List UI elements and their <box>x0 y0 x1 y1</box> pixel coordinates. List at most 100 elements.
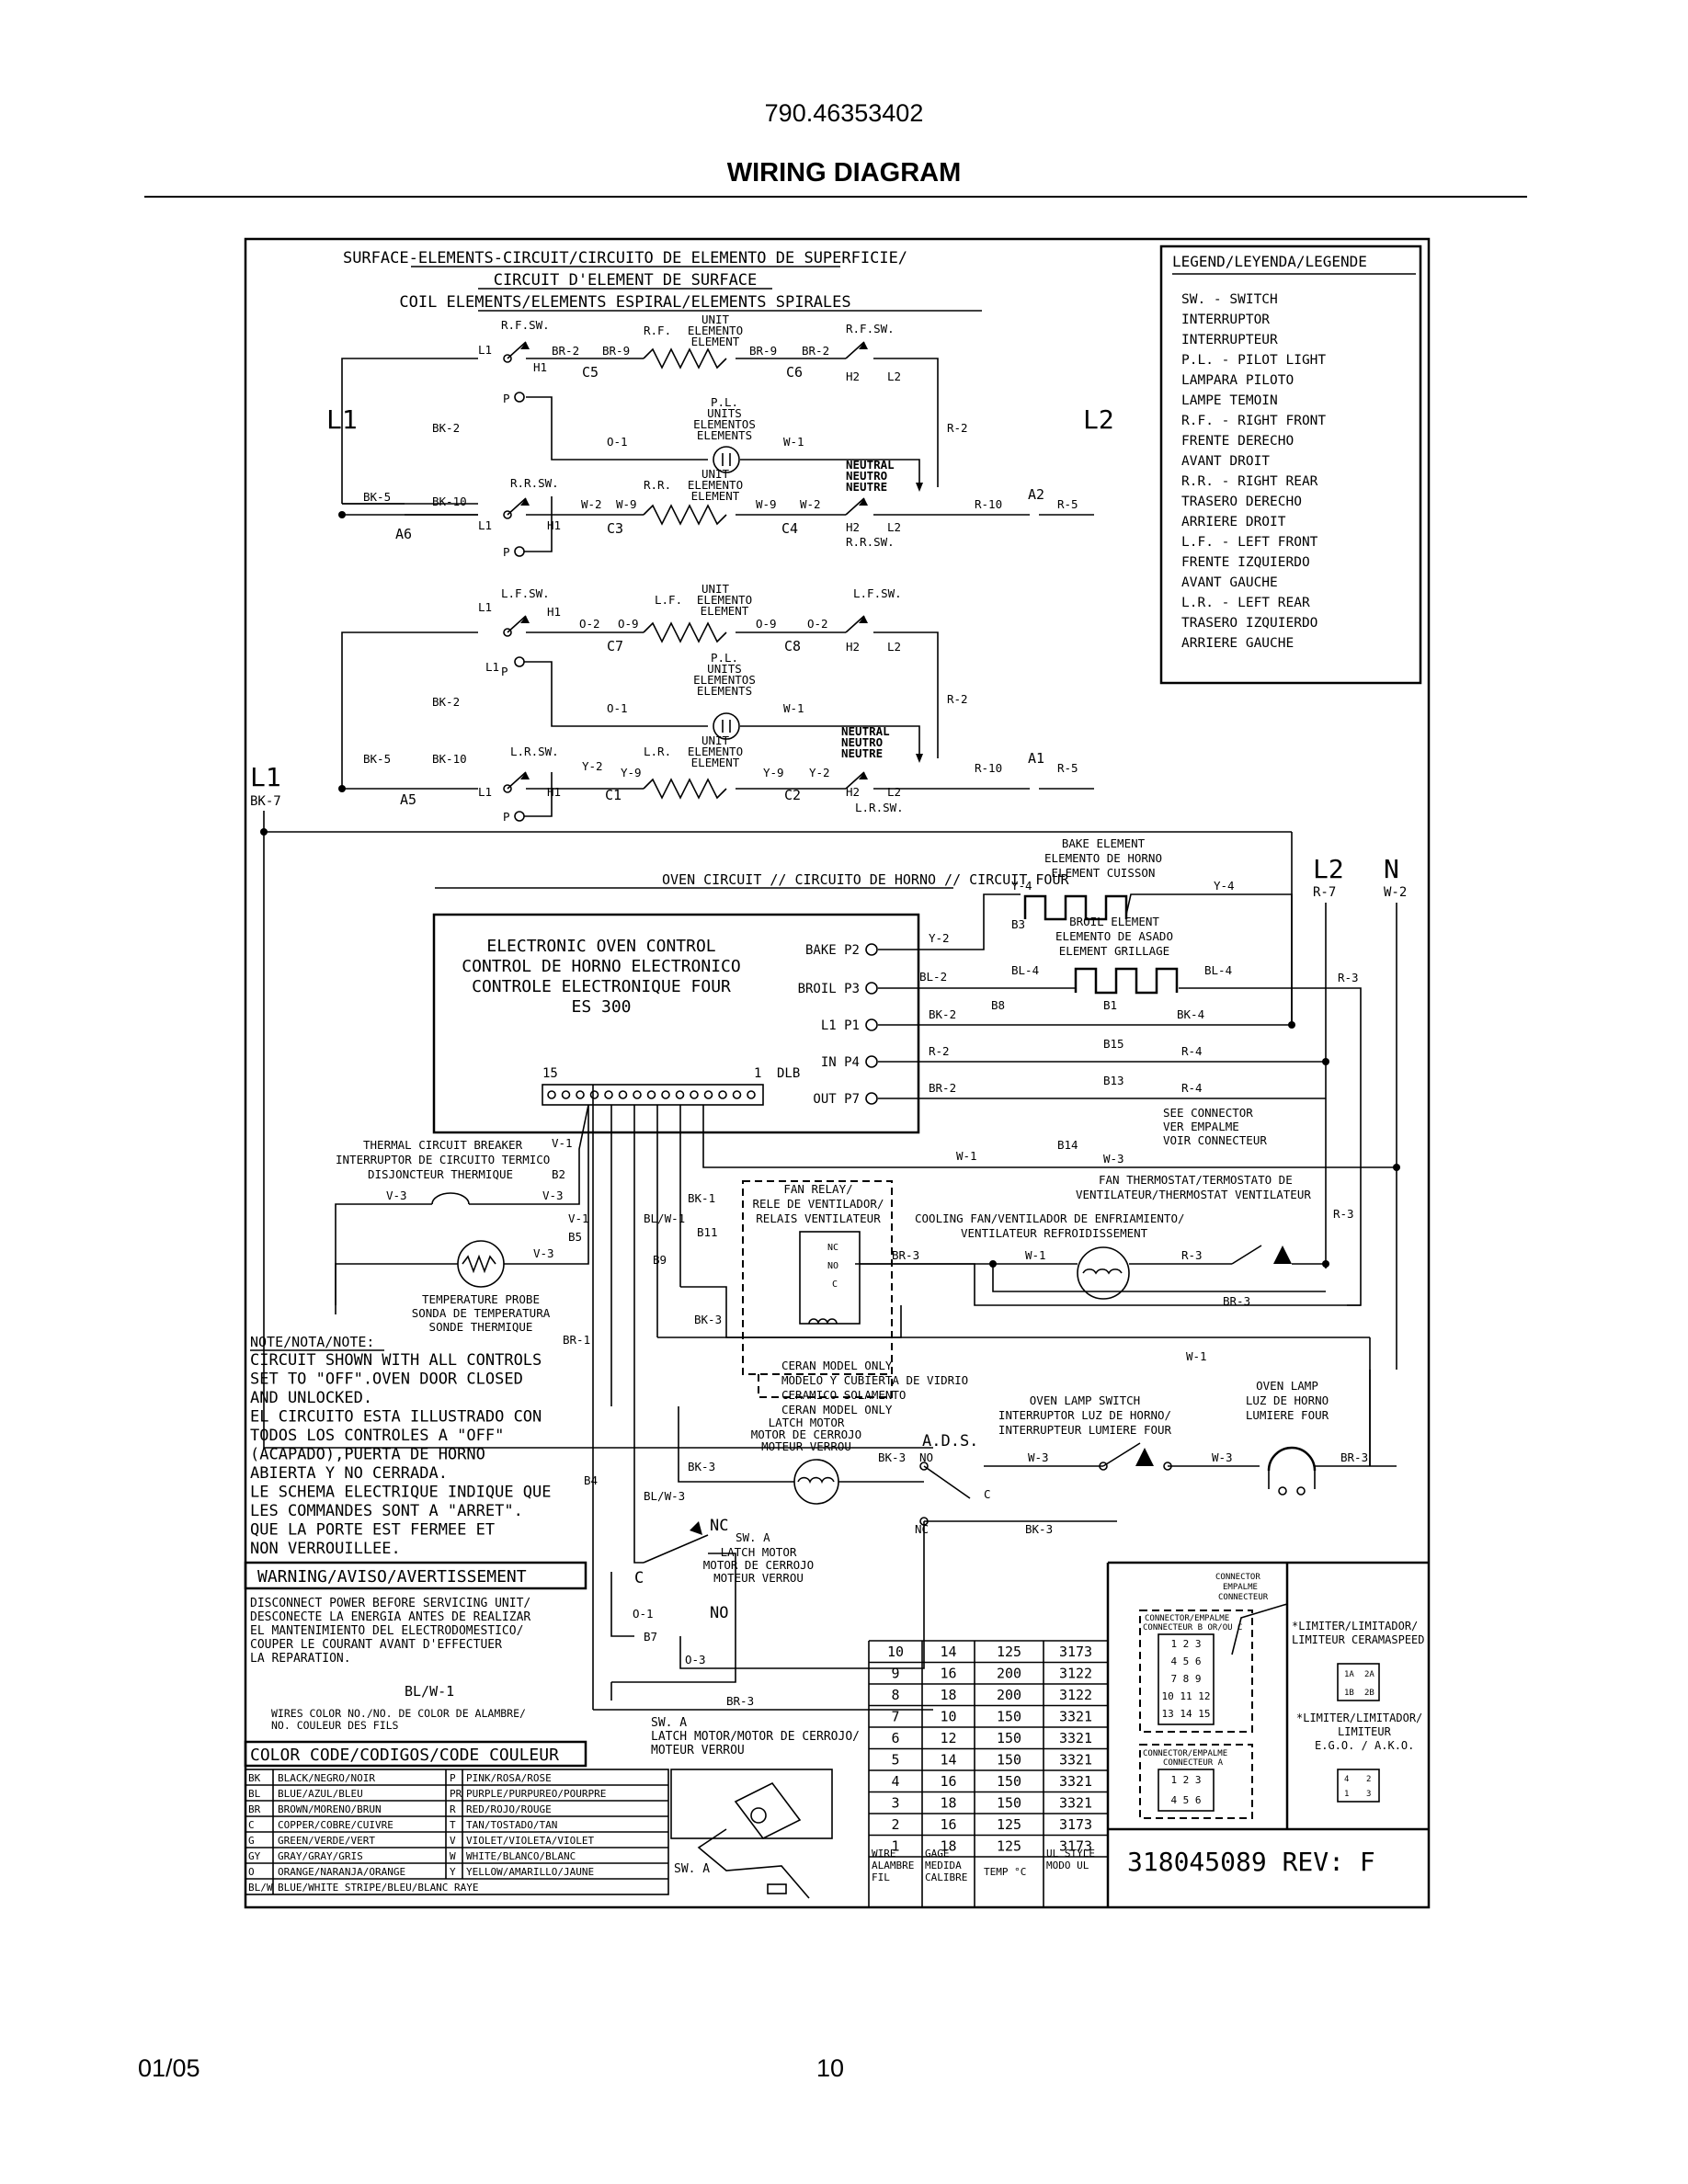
ads-nc: NC <box>915 1522 929 1536</box>
latch2-label-2: MOTOR DE CERROJO <box>703 1558 814 1572</box>
note-line: EL CIRCUITO ESTA ILLUSTRADO CON <box>250 1408 542 1427</box>
diagram-border <box>244 237 1431 1909</box>
control-label-2: CONTROL DE HORNO ELECTRONICO <box>462 957 740 976</box>
wire-table-cell: 12 <box>940 1730 956 1746</box>
oven-control-box <box>432 913 920 1134</box>
rf-w1: W-1 <box>783 435 804 449</box>
lr-element: ELEMENT <box>691 756 740 769</box>
left-surface-circuit <box>338 615 1094 822</box>
rf-br9: BR-9 <box>602 344 630 358</box>
legend-box <box>1159 245 1422 685</box>
wire-table-cell: 3321 <box>1059 1709 1092 1725</box>
swa-block-1: SW. A <box>651 1716 687 1730</box>
dlb-pin <box>589 1090 599 1099</box>
wire-table-cell: 150 <box>997 1773 1021 1790</box>
broil-element-label-3: ELEMENT GRILLAGE <box>1059 944 1169 958</box>
wire-table-cell: 200 <box>997 1687 1021 1703</box>
rr-bk10: BK-10 <box>432 495 467 508</box>
color-code-cell: TAN/TOSTADO/TAN <box>466 1819 557 1831</box>
lf-o2-r: O-2 <box>807 617 828 631</box>
connectors-panel: CONNECTOR EMPALME CONNECTEUR CONNECTOR/E… <box>1106 1561 1429 1907</box>
color-code-cell: BL <box>248 1788 261 1800</box>
r3-mid: R-3 <box>1333 1207 1354 1221</box>
lr-sw-label: L.R.SW. <box>510 745 559 758</box>
lf-l1: L1 <box>478 600 492 614</box>
c6: C6 <box>786 364 803 381</box>
lf-elementos: ELEMENTOS <box>693 673 756 687</box>
legend-line: TRASERO DERECHO <box>1181 495 1302 509</box>
wire-table-cell: 1 <box>891 1838 899 1855</box>
connector-top-1: CONNECTOR <box>1215 1573 1260 1582</box>
wires-color-1: WIRES COLOR NO./NO. DE COLOR DE ALAMBRE/ <box>271 1707 526 1720</box>
wire-table-cell: 3321 <box>1059 1795 1092 1812</box>
y4-right: Y-4 <box>1214 879 1235 893</box>
control-pin <box>865 943 878 956</box>
oven-lamp-3: LUMIERE FOUR <box>1246 1408 1329 1422</box>
rf-neutre: NEUTRE <box>846 480 887 494</box>
note-line: QUE LA PORTE EST FERMEE ET <box>250 1521 495 1540</box>
rr-element: ELEMENT <box>691 489 740 503</box>
note-line: AND UNLOCKED. <box>250 1389 372 1407</box>
ceran-1: CERAN MODEL ONLY <box>781 1359 893 1372</box>
lf-elemento: ELEMENTO <box>697 593 752 607</box>
warning-line: DESCONECTE LA ENERGIA ANTES DE REALIZAR <box>250 1610 530 1624</box>
rr-unit: UNIT <box>701 467 730 481</box>
oven-r2: R-2 <box>929 1044 950 1058</box>
lf-pl: P.L. <box>711 651 738 665</box>
latch-label-1: LATCH MOTOR <box>769 1416 845 1429</box>
rf-neutro: NEUTRO <box>846 469 887 483</box>
control-pin-label: OUT P7 <box>813 1092 860 1107</box>
connector-a-1: CONNECTOR/EMPALME <box>1143 1749 1227 1758</box>
warning-header-box <box>244 1561 587 1590</box>
c7: C7 <box>607 638 623 654</box>
legend-line: L.F. - LEFT FRONT <box>1181 535 1318 550</box>
see-connector-2: VER EMPALME <box>1163 1120 1239 1133</box>
fan-thermo-2: VENTILATEUR/THERMOSTAT VENTILATEUR <box>1076 1188 1311 1201</box>
r3-top: R-3 <box>1338 971 1359 984</box>
latch2-label-1: LATCH MOTOR <box>721 1545 797 1559</box>
rf-abbrev: R.F. <box>644 324 671 337</box>
rf-elements: ELEMENTS <box>697 428 752 442</box>
legend-line: R.R. - RIGHT REAR <box>1181 474 1318 489</box>
connector-b-2: CONNECTEUR B OR/OU C <box>1143 1623 1242 1632</box>
lr-p: P <box>503 810 510 824</box>
fan-relay-label-3: RELAIS VENTILATEUR <box>756 1211 881 1225</box>
latch-motor-sketch <box>697 1781 810 1899</box>
swa-c: C <box>634 1569 644 1587</box>
latch-label-2: MOTOR DE CERROJO <box>751 1428 861 1441</box>
wire-table-cell: 3173 <box>1059 1644 1092 1660</box>
r4-top: R-4 <box>1181 1044 1203 1058</box>
color-code-header-box <box>244 1740 587 1768</box>
lim1-pin-2b: 2B <box>1364 1689 1374 1698</box>
rr-sw-label: R.R.SW. <box>510 476 559 490</box>
cooling-fan-2: VENTILATEUR REFROIDISSEMENT <box>961 1226 1148 1240</box>
note-line: NON VERROUILLEE. <box>250 1540 401 1558</box>
legend-line: FRENTE DERECHO <box>1181 434 1294 449</box>
lf-l1b: L1 <box>485 660 499 674</box>
wire-table-cell: 150 <box>997 1752 1021 1769</box>
lr-bk10: BK-10 <box>432 752 467 766</box>
latch-label-3: MOTEUR VERROU <box>761 1439 851 1453</box>
a5: A5 <box>400 791 416 808</box>
wire-table-cell: 3122 <box>1059 1687 1092 1703</box>
wire-table-header: ALAMBRE <box>872 1860 914 1871</box>
note-line: TODOS LOS CONTROLES A "OFF" <box>250 1427 504 1445</box>
lf-unit: UNIT <box>701 582 730 596</box>
oven-bk1: BK-1 <box>688 1191 715 1205</box>
b3: B3 <box>1011 917 1025 931</box>
wire-table-cell: 10 <box>940 1709 956 1725</box>
bake-element-label-1: BAKE ELEMENT <box>1062 836 1146 850</box>
fan-relay-box <box>742 1180 893 1375</box>
rf-o1: O-1 <box>607 435 628 449</box>
oven-br3-b: BR-3 <box>1223 1294 1250 1308</box>
c1: C1 <box>605 787 622 803</box>
rf-h1: H1 <box>533 360 547 374</box>
dlb-pin <box>661 1090 670 1099</box>
lf-w1: W-1 <box>783 701 804 715</box>
color-code-cell: BLUE/WHITE STRIPE/BLEU/BLANC RAYE <box>278 1882 479 1894</box>
swa-no: NO <box>710 1604 728 1622</box>
rf-pl: P.L. <box>711 395 738 409</box>
rf-sw-label: R.F.SW. <box>501 318 550 332</box>
color-code-cell: O <box>248 1866 255 1878</box>
oven-br3-c: BR-3 <box>1340 1450 1368 1464</box>
